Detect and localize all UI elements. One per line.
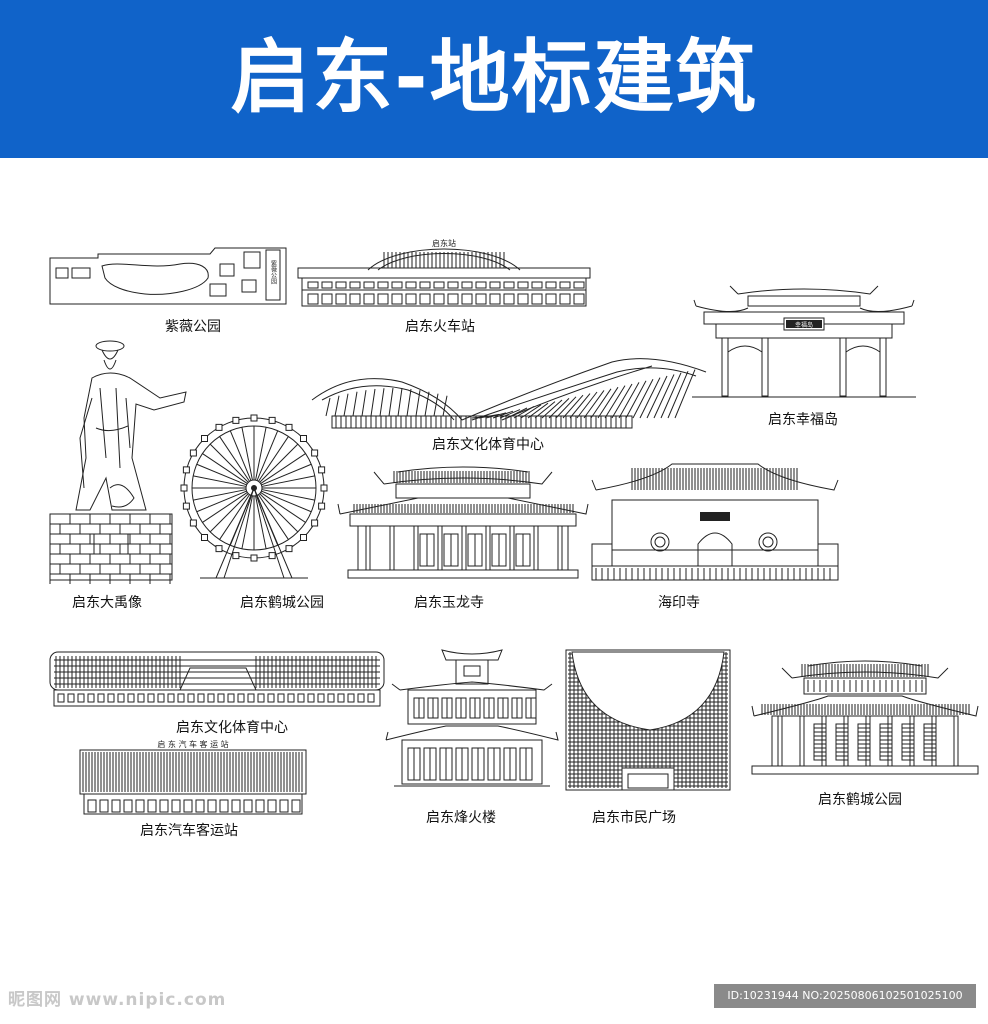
caption-railway-station: 启东火车站 <box>405 319 475 335</box>
landmark-culture-sports-center-flat <box>49 648 385 710</box>
landmark-yulong-temple <box>337 458 589 580</box>
caption-citizen-square: 启东市民广场 <box>592 810 676 826</box>
caption-yulong-temple: 启东玉龙寺 <box>414 595 484 611</box>
citizen-square-drawing <box>565 649 731 791</box>
caption-happiness-island: 启东幸福岛 <box>768 412 838 428</box>
caption-dayu-statue: 启东大禹像 <box>72 595 142 611</box>
landmark-beacon-tower <box>385 646 559 790</box>
culture-sports-center-curved-drawing <box>311 358 707 429</box>
landmark-hecheng-pavilion <box>751 650 979 776</box>
landmark-culture-sports-center-curved <box>311 350 707 432</box>
yulong-temple-drawing <box>337 466 589 579</box>
happiness-island-sign: 幸福岛 <box>795 321 813 329</box>
caption-hecheng-park-1: 启东鹤城公园 <box>240 595 324 611</box>
landmark-happiness-island: 幸福岛 <box>692 272 916 398</box>
landmark-railway-station: 启东站 <box>297 236 591 308</box>
caption-bus-terminal: 启东汽车客运站 <box>140 823 238 839</box>
happiness-island-drawing: 幸福岛 <box>692 285 916 398</box>
landmark-ziwei-park: 紫薇公园 <box>49 246 287 306</box>
caption-beacon-tower: 启东烽火楼 <box>426 810 496 826</box>
railway-station-sign: 启东站 <box>432 238 456 248</box>
haiyin-temple-drawing <box>591 463 839 581</box>
railway-station-drawing: 启东站 <box>297 238 591 307</box>
landmark-hecheng-ferris-wheel <box>180 414 328 580</box>
bus-terminal-sign: 启 东 汽 车 客 运 站 <box>157 739 228 749</box>
culture-sports-center-flat-drawing <box>49 651 385 707</box>
caption-ziwei-park: 紫薇公园 <box>165 319 221 335</box>
caption-hecheng-park-2: 启东鹤城公园 <box>818 792 902 808</box>
hecheng-pavilion-drawing <box>751 660 979 775</box>
ziwei-park-drawing: 紫薇公园 <box>49 247 287 305</box>
bus-terminal-drawing: 启 东 汽 车 客 运 站 <box>79 739 307 815</box>
caption-culture-sports-center-1: 启东文化体育中心 <box>432 437 544 453</box>
landmark-haiyin-temple <box>591 460 839 582</box>
dayu-statue-drawing <box>49 340 187 584</box>
watermark: 昵图网 www.nipic.com <box>8 990 227 1010</box>
landmark-dayu-statue <box>49 338 187 584</box>
page-title: 启东-地标建筑 <box>230 31 758 124</box>
image-id-strip: ID:10231944 NO:20250806102501025100 <box>714 984 976 1008</box>
caption-haiyin-temple: 海印寺 <box>658 595 700 611</box>
beacon-tower-drawing <box>385 649 559 787</box>
title-banner: 启东-地标建筑 <box>0 0 988 158</box>
caption-culture-sports-center-2: 启东文化体育中心 <box>176 720 288 736</box>
landmark-citizen-square <box>565 649 731 792</box>
ziwei-park-sign: 紫薇公园 <box>270 259 277 285</box>
landmark-bus-terminal: 启 东 汽 车 客 运 站 <box>79 738 307 818</box>
ferris-wheel-drawing <box>180 414 328 579</box>
